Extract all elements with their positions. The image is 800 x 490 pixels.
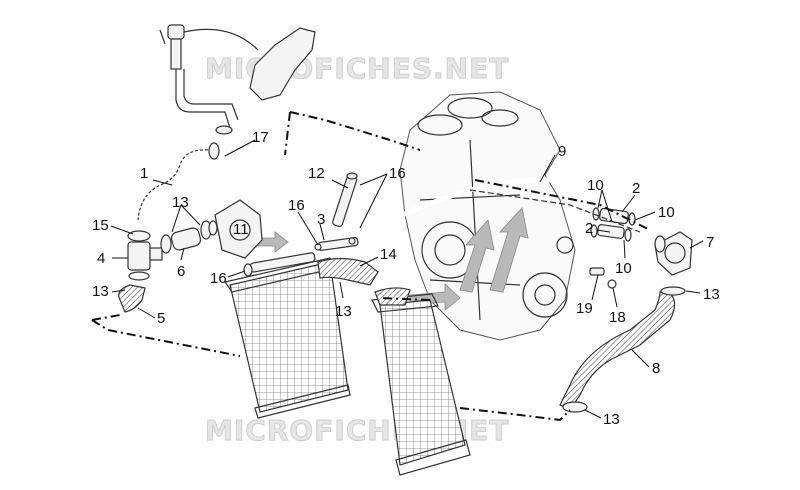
callout-10-top: 10 — [587, 177, 604, 194]
callout-16-mid: 16 — [288, 197, 305, 214]
hose-1 — [134, 142, 220, 221]
callout-13-right: 13 — [703, 286, 720, 303]
callout-6: 6 — [177, 263, 185, 280]
expansion-tank — [159, 24, 316, 135]
callout-10-right: 10 — [658, 204, 675, 221]
parts-right — [469, 189, 693, 413]
callout-5: 5 — [157, 310, 165, 327]
callout-18: 18 — [609, 309, 626, 326]
callout-15: 15 — [92, 217, 109, 234]
callout-16-upper: 16 — [389, 165, 406, 182]
leader-lines — [110, 139, 704, 419]
callout-19: 19 — [576, 300, 593, 317]
engine-block — [257, 91, 576, 341]
callout-2-lower: 2 — [585, 220, 593, 237]
pipes-center — [243, 172, 556, 306]
callout-13-center: 13 — [335, 303, 352, 320]
callout-2-top: 2 — [632, 180, 640, 197]
radiator-left — [223, 257, 351, 419]
callout-9: 9 — [558, 143, 566, 160]
thermostat-housing — [118, 230, 163, 313]
routing-lines — [91, 111, 651, 422]
callout-13-bottom: 13 — [603, 411, 620, 428]
callout-7: 7 — [706, 234, 714, 251]
callout-13-left: 13 — [92, 283, 109, 300]
callout-10-lower: 10 — [615, 260, 632, 277]
sleeve-6 — [160, 220, 218, 254]
callout-8: 8 — [652, 360, 660, 377]
callout-13-upper: 13 — [172, 194, 189, 211]
callout-1: 1 — [140, 165, 148, 182]
watermark-top: MICROFICHES.NET — [205, 52, 509, 85]
callout-14: 14 — [380, 246, 397, 263]
radiator-right — [371, 293, 471, 476]
callout-3: 3 — [317, 211, 325, 228]
callout-12: 12 — [308, 165, 325, 182]
callout-11: 11 — [233, 221, 249, 238]
callout-4: 4 — [97, 250, 105, 267]
callouts: 17 1 13 15 4 6 13 5 11 16 16 3 12 16 14 … — [92, 129, 720, 428]
callout-16-left: 16 — [210, 270, 227, 287]
callout-17: 17 — [252, 129, 269, 146]
pump-cover — [214, 199, 263, 259]
